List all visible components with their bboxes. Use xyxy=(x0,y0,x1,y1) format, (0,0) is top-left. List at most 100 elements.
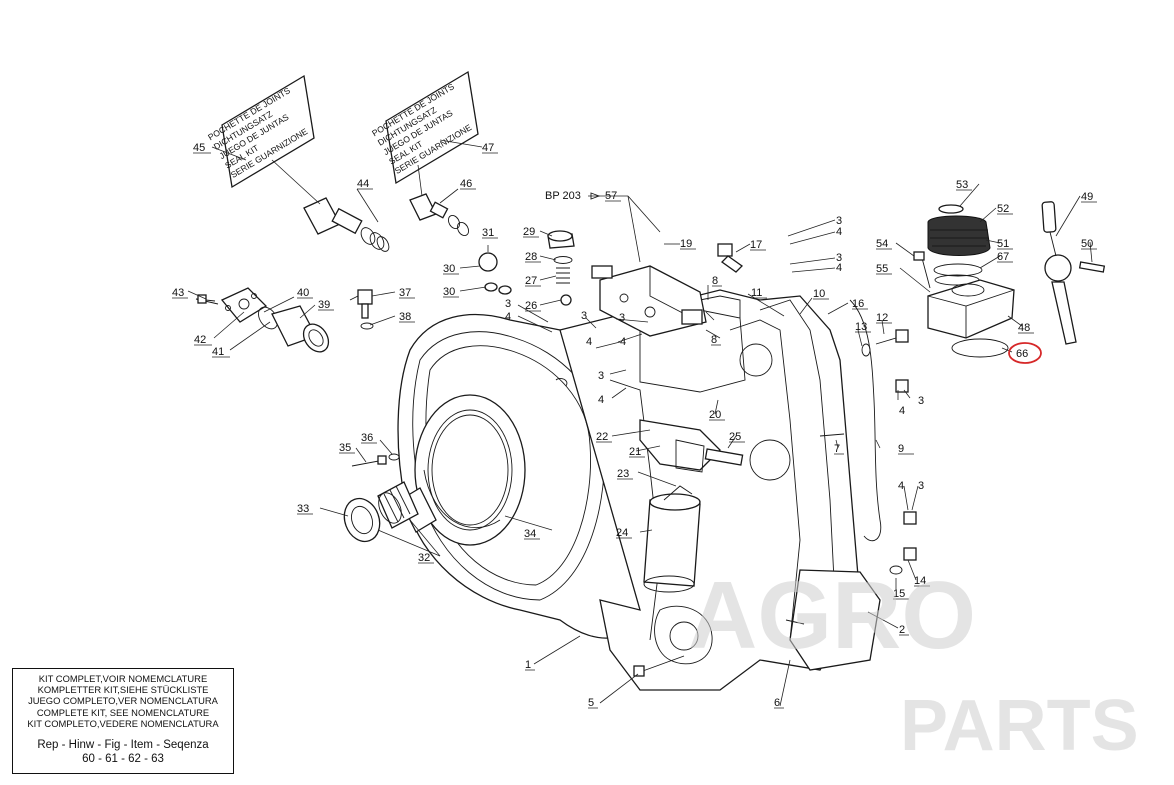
callout-24: 24 xyxy=(616,527,628,539)
callout-13: 13 xyxy=(855,321,867,333)
callout-3-d: 3 xyxy=(836,215,842,227)
callout-67: 67 xyxy=(997,251,1009,263)
callout-66: 66 xyxy=(1016,348,1028,360)
callout-23: 23 xyxy=(617,468,629,480)
bolts-main xyxy=(633,433,845,677)
callout-16: 16 xyxy=(852,298,864,310)
callout-54: 54 xyxy=(876,238,888,250)
flange-plate-42 xyxy=(195,287,330,353)
kit-line-2: KOMPLETTER KIT,SIEHE STÜCKLISTE xyxy=(37,684,209,696)
callout-46: 46 xyxy=(460,178,472,190)
callout-21: 21 xyxy=(629,446,641,458)
callout-6: 6 xyxy=(774,697,780,709)
callout-31: 31 xyxy=(482,227,494,239)
callout-57: 57 xyxy=(605,190,617,202)
callout-14: 14 xyxy=(914,575,926,587)
callout-41: 41 xyxy=(212,346,224,358)
gasket-66 xyxy=(951,338,1009,358)
callout-51: 51 xyxy=(997,238,1009,250)
callout-labels: 1 2 3 3 3 3 3 3 3 3 4 4 4 4 4 4 4 4 5 6 … xyxy=(172,142,1093,709)
callout-53: 53 xyxy=(956,179,968,191)
callout-4-g: 4 xyxy=(898,480,904,492)
callout-8-a: 8 xyxy=(712,275,718,287)
callout-9: 9 xyxy=(898,443,904,455)
callout-37: 37 xyxy=(399,287,411,299)
callout-11: 11 xyxy=(751,287,762,299)
callout-3-f: 3 xyxy=(918,395,924,407)
pin-50 xyxy=(1078,261,1106,273)
callout-3-g: 3 xyxy=(918,480,924,492)
callout-4-h: 4 xyxy=(586,336,592,348)
oil-pipe-9 xyxy=(849,299,882,542)
callout-28: 28 xyxy=(525,251,537,263)
callout-1: 1 xyxy=(525,659,531,671)
callout-52: 52 xyxy=(997,203,1009,215)
callout-26: 26 xyxy=(525,300,537,312)
sensor-17 xyxy=(717,243,744,273)
hydraulic-fitting-46 xyxy=(409,193,470,237)
callout-49: 49 xyxy=(1081,191,1093,203)
callout-42: 42 xyxy=(194,334,206,346)
callout-4-e: 4 xyxy=(836,262,842,274)
callout-34: 34 xyxy=(524,528,536,540)
callout-40: 40 xyxy=(297,287,309,299)
watermark-logo: AGRO PARTS xyxy=(688,562,1139,766)
callout-44: 44 xyxy=(357,178,369,190)
leader-lines xyxy=(187,139,1093,707)
callout-35: 35 xyxy=(339,442,351,454)
highlight-callout-66 xyxy=(1008,342,1042,364)
input-shaft-assembly-32 xyxy=(377,394,526,546)
callout-3-a: 3 xyxy=(505,298,511,310)
callout-4-a: 4 xyxy=(505,311,511,323)
callout-19: 19 xyxy=(680,238,692,250)
seal-ring-34 xyxy=(431,414,509,526)
callout-30-a: 30 xyxy=(443,263,455,275)
callout-10: 10 xyxy=(813,288,825,300)
callout-3-c: 3 xyxy=(598,370,604,382)
plugs-right xyxy=(861,329,917,575)
callout-39: 39 xyxy=(318,299,330,311)
shift-housing-48 xyxy=(927,279,1015,339)
callout-29: 29 xyxy=(523,226,535,238)
watermark-line-2: PARTS xyxy=(900,686,1139,766)
callout-2: 2 xyxy=(899,624,905,636)
callout-underlines xyxy=(172,152,1097,709)
callout-3-h: 3 xyxy=(581,310,587,322)
callout-4-b: 4 xyxy=(620,336,626,348)
callout-25: 25 xyxy=(729,431,741,443)
callout-32: 32 xyxy=(418,552,430,564)
plug-bolts-left xyxy=(195,294,400,467)
oil-seal-33 xyxy=(343,497,381,543)
kit-line-1: KIT COMPLET,VOIR NOMEMCLATURE xyxy=(38,673,208,684)
sensor-37 xyxy=(349,289,374,330)
valve-parts-26-31 xyxy=(478,230,575,306)
callout-36: 36 xyxy=(361,432,373,444)
seal-kit-label-45: POCHETTE DE JOINTS DICHTUNGSATZ JUEGO DE… xyxy=(206,74,315,189)
callout-43: 43 xyxy=(172,287,184,299)
callout-38: 38 xyxy=(399,311,411,323)
callout-33: 33 xyxy=(297,503,309,515)
control-valve-57 xyxy=(591,265,707,337)
kit-line-5: KIT COMPLETO,VEDERE NOMENCLATURA xyxy=(27,717,219,729)
seal-kit-label-47: POCHETTE DE JOINTS DICHTUNGSATZ JUEGO DE… xyxy=(370,70,479,185)
callout-4-c: 4 xyxy=(598,394,604,406)
hydraulic-fitting-44 xyxy=(303,197,390,252)
callout-20: 20 xyxy=(709,409,721,421)
callout-8-b: 8 xyxy=(711,334,717,346)
callout-4-d: 4 xyxy=(836,226,842,238)
bolt-54 xyxy=(913,251,931,289)
reference-label-bp203: BP 203 xyxy=(545,190,581,202)
callout-15: 15 xyxy=(893,588,905,600)
reference-header: Rep - Hinw - Fig - Item - Seqenza xyxy=(37,739,209,752)
reference-values: 60 - 61 - 62 - 63 xyxy=(82,753,164,766)
callout-45: 45 xyxy=(193,142,205,154)
callout-4-f: 4 xyxy=(899,405,905,417)
oil-filter-24 xyxy=(643,485,701,593)
filter-head-21-23 xyxy=(639,419,744,473)
watermark-line-1: AGRO xyxy=(688,562,976,669)
kit-line-3: JUEGO COMPLETO,VER NOMENCLATURA xyxy=(28,695,218,707)
callout-27: 27 xyxy=(525,275,537,287)
callout-22: 22 xyxy=(596,431,608,443)
callout-3-e: 3 xyxy=(836,252,842,264)
